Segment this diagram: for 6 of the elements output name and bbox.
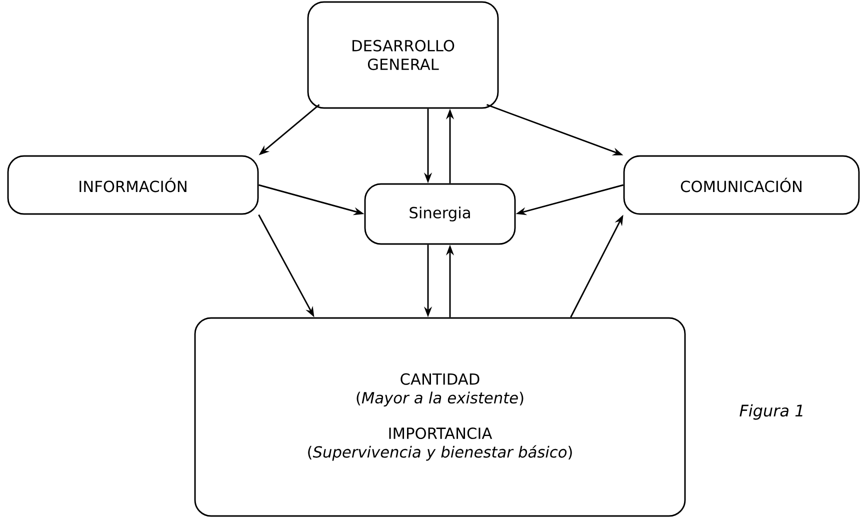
- process-box: DESARROLLO GENERAL: [307, 1, 499, 109]
- figure-label: Figura 1: [740, 404, 802, 420]
- process-box: INFORMACIÓN: [7, 155, 259, 215]
- process-box: CANTIDAD (Mayor a la existente) IMPORTANCIA (Supervivencia y bienestar básico): [194, 317, 686, 517]
- process-box: Sinergia: [364, 183, 516, 245]
- process-box: COMUNICACIÓN: [623, 155, 860, 215]
